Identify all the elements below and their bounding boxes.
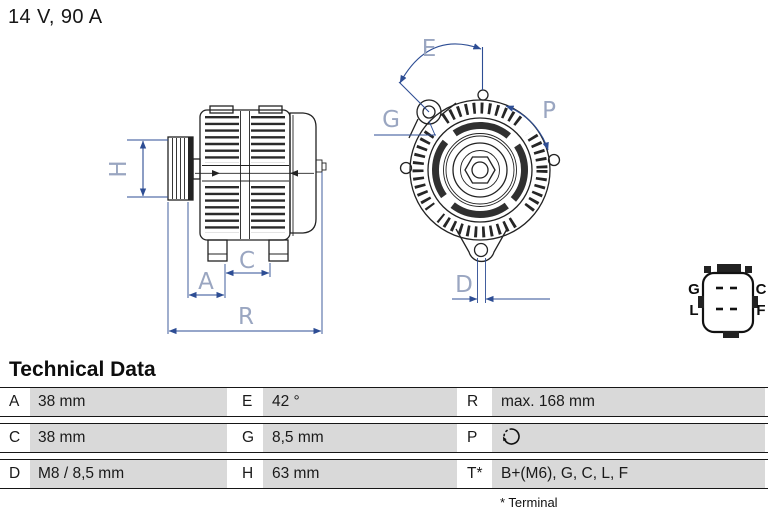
dim-label-d: D: [455, 272, 473, 298]
connector-pins: [716, 286, 737, 311]
spec-value-cell: M8 / 8,5 mm: [30, 460, 227, 488]
spec-key-cell: A: [0, 388, 30, 416]
pulley-face: [188, 137, 193, 200]
spec-key-cell: R: [457, 388, 492, 416]
spec-value-cell: 38 mm: [30, 388, 227, 416]
table-row: D M8 / 8,5 mm H 63 mm T* B+(M6), G, C, L…: [0, 459, 768, 489]
pin-label-l: L: [689, 302, 698, 319]
table-row: C 38 mm G 8,5 mm P: [0, 423, 768, 453]
technical-data-section: Technical Data A 38 mm E 42 ° R max. 168…: [0, 358, 768, 510]
shaft-nut: [464, 156, 496, 184]
rotation-direction-icon: [502, 428, 520, 445]
dim-label-g: G: [382, 107, 400, 133]
spec-value-cell: [492, 424, 765, 452]
spec-key-cell: P: [457, 424, 492, 452]
section-title: Technical Data: [9, 358, 156, 381]
dim-label-r: R: [238, 304, 254, 330]
dim-label-c: C: [239, 248, 255, 274]
dim-label-p: P: [542, 98, 556, 124]
side-view-drawing: H A C R: [106, 105, 327, 335]
dim-label-h: H: [106, 160, 132, 177]
technical-drawing: H A C R: [106, 36, 767, 338]
spec-value-cell: 38 mm: [30, 424, 227, 452]
dim-label-e: E: [422, 36, 437, 62]
spec-key-cell: H: [227, 460, 263, 488]
spec-value-cell: 42 °: [263, 388, 457, 416]
spec-key-cell: E: [227, 388, 263, 416]
connector-diagram: G C L F: [688, 264, 767, 338]
pin-label-f: F: [756, 302, 765, 319]
spec-value-cell: 63 mm: [263, 460, 457, 488]
pin-label-g: G: [688, 281, 700, 298]
spec-value-cell: B+(M6), G, C, L, F: [492, 460, 765, 488]
spec-value-cell: 8,5 mm: [263, 424, 457, 452]
front-view-drawing: E G P D: [374, 36, 561, 303]
pin-label-c: C: [756, 281, 767, 298]
dim-label-a: A: [198, 269, 214, 295]
spec-key-cell: G: [227, 424, 263, 452]
table-row: A 38 mm E 42 ° R max. 168 mm: [0, 387, 768, 417]
spec-key-cell: C: [0, 424, 30, 452]
terminal-footnote: * Terminal: [500, 495, 558, 510]
spec-key-cell: T*: [457, 460, 492, 488]
spec-key-cell: D: [0, 460, 30, 488]
product-rating: 14 V, 90 A: [8, 6, 103, 28]
spec-value-cell: max. 168 mm: [492, 388, 765, 416]
